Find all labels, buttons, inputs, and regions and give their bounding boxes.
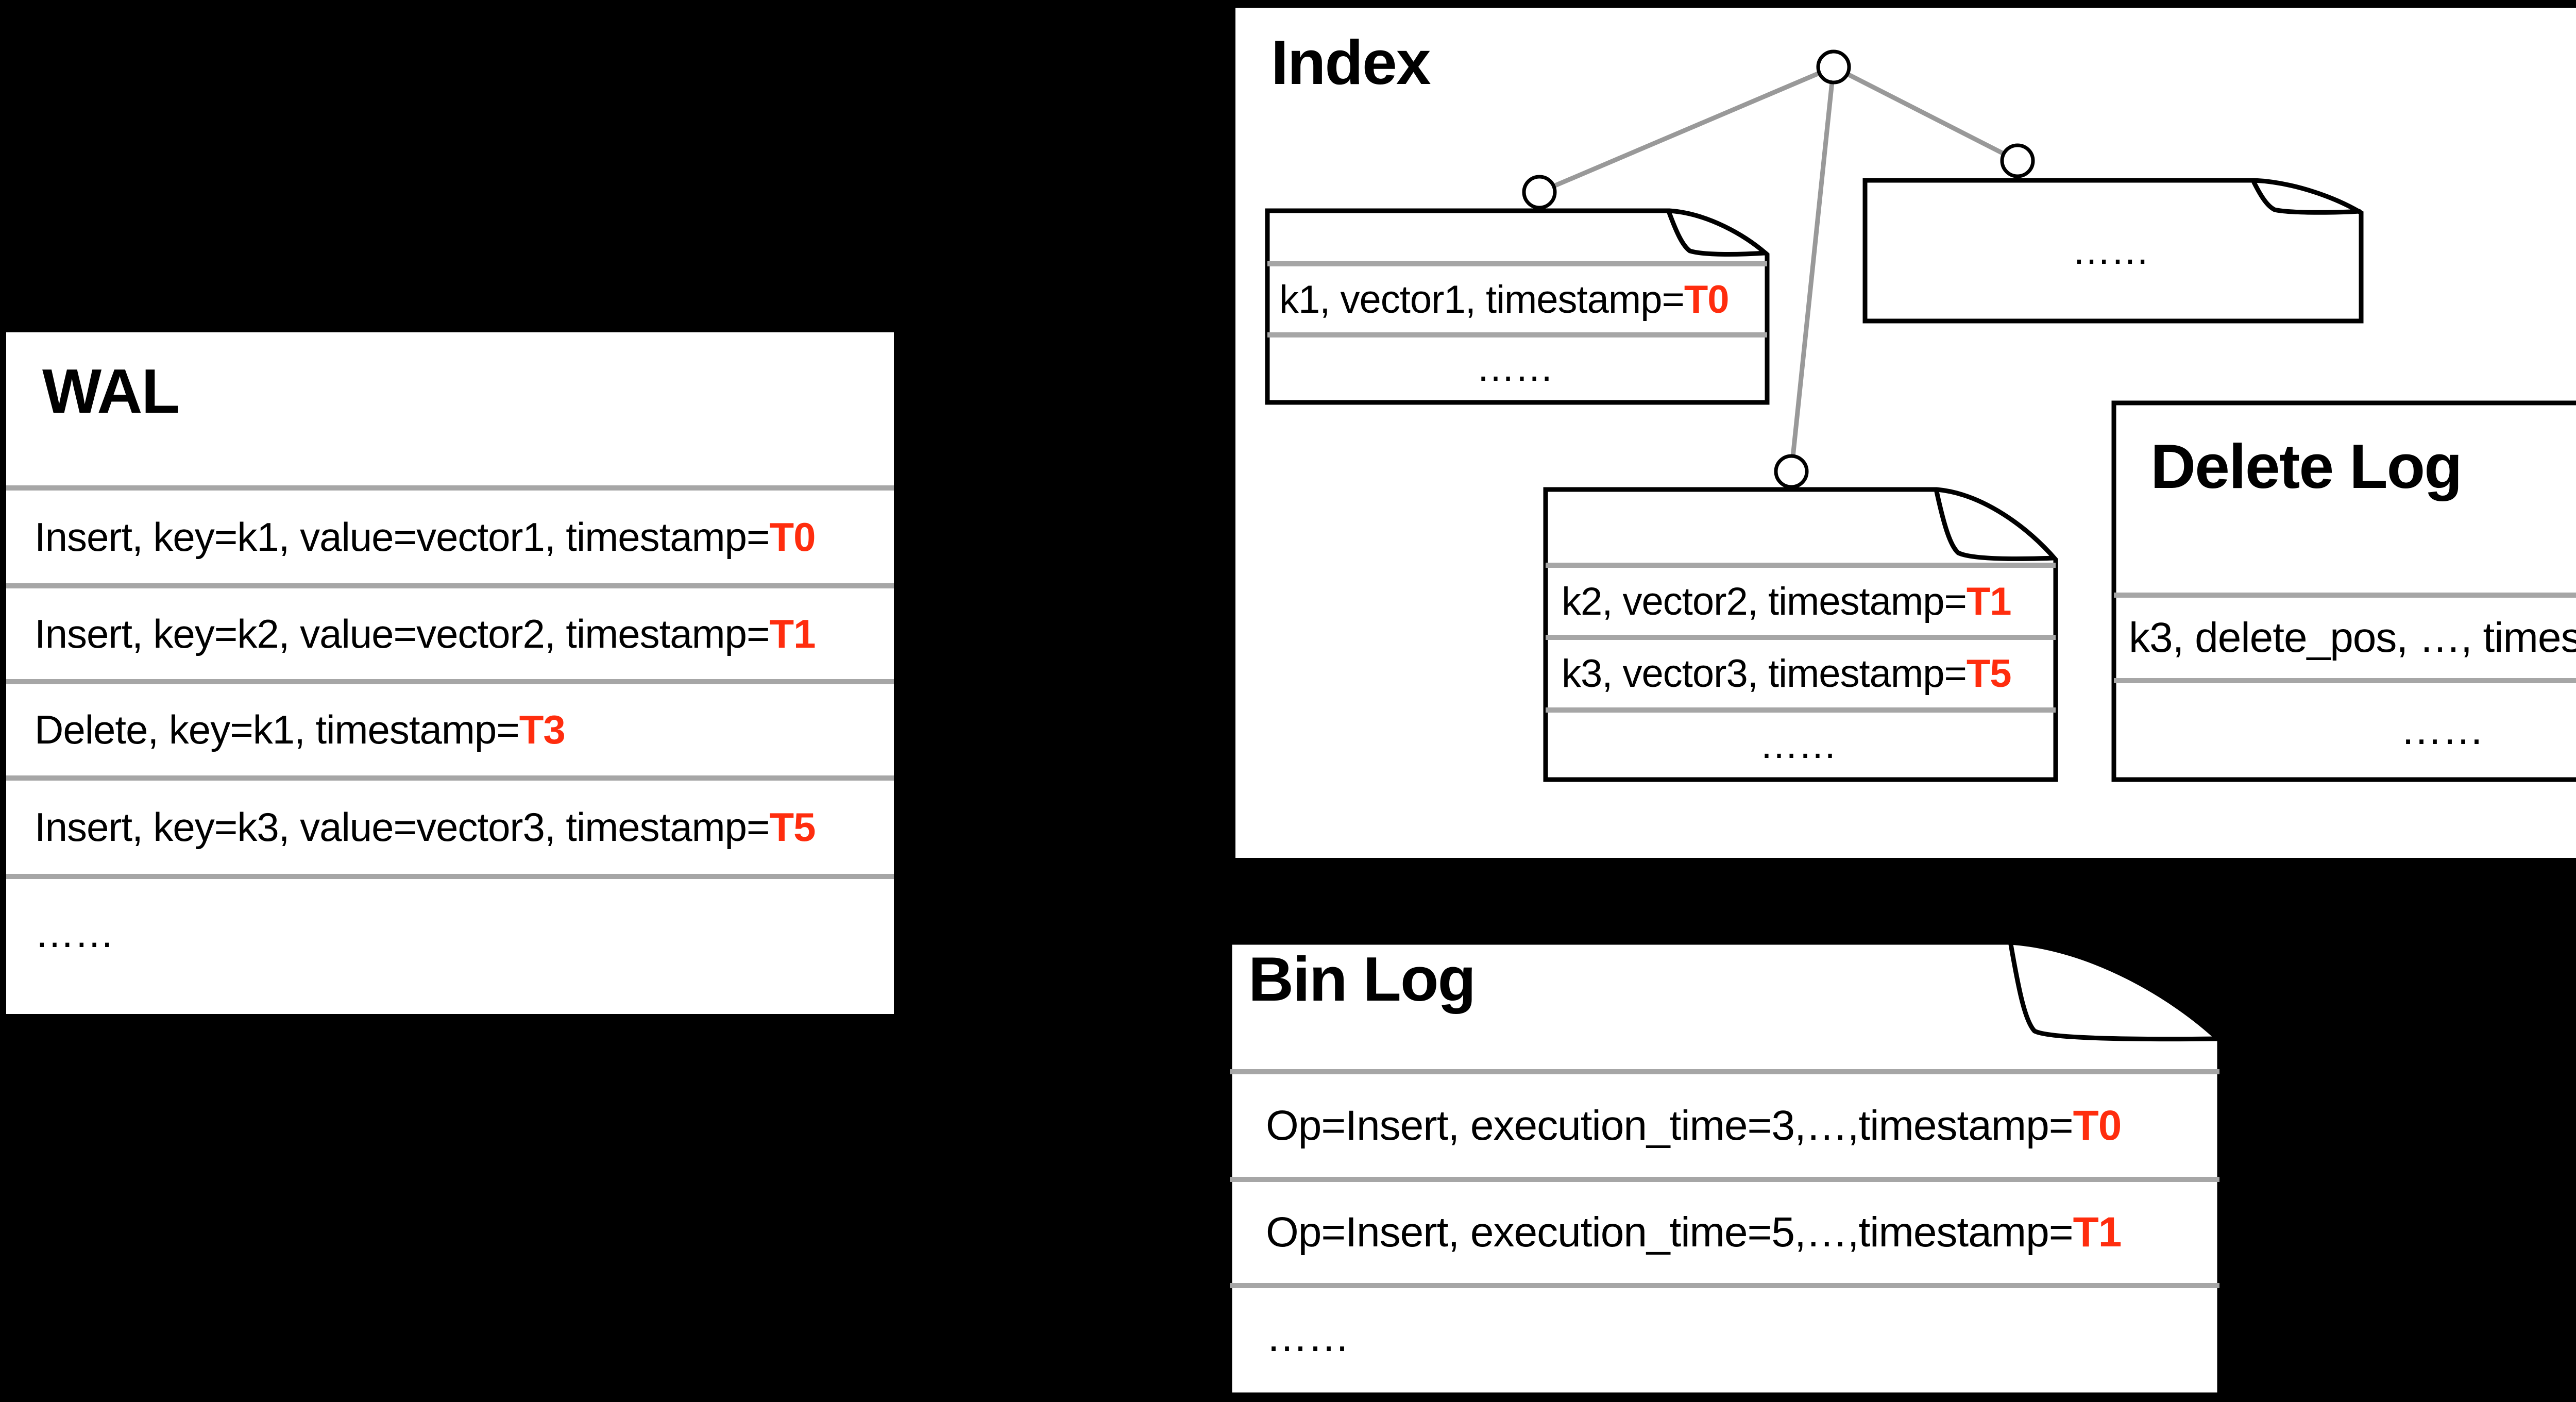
ellipsis-text: …… xyxy=(2400,706,2484,753)
row-divider xyxy=(6,679,894,684)
log-entry-text: Insert, key=k3, value=vector3, timestamp… xyxy=(35,804,770,850)
wal-ellipsis-row: …… xyxy=(6,876,889,990)
timestamp-value: T1 xyxy=(1966,579,2012,623)
wal-row: Delete, key=k1, timestamp=T3 xyxy=(6,682,889,778)
row-divider xyxy=(1230,1069,2219,1074)
log-entry-text: k3, delete_pos, …, timestamp= xyxy=(2129,614,2576,661)
segment-ellipsis-row: …… xyxy=(1543,710,2053,780)
log-entry-text: Delete, key=k1, timestamp= xyxy=(35,707,520,752)
row-divider xyxy=(6,874,894,879)
row-divider xyxy=(6,583,894,588)
ellipsis-text: …… xyxy=(2072,229,2150,273)
segment-entry-text: k2, vector2, timestamp= xyxy=(1562,579,1967,623)
segment-ellipsis-row: …… xyxy=(1862,178,2359,324)
wal-box: WAL Insert, key=k1, value=vector1, times… xyxy=(6,332,894,1014)
segment-ellipsis-row: …… xyxy=(1265,335,1765,400)
log-entry-text: Insert, key=k1, value=vector1, timestamp… xyxy=(35,514,770,560)
row-divider xyxy=(1546,563,2056,568)
timestamp-value: T1 xyxy=(2073,1209,2122,1256)
row-divider xyxy=(1230,1177,2219,1182)
index-segment-doc-k2k3: k2, vector2, timestamp=T1 k3, vector3, t… xyxy=(1543,487,2058,782)
segment-entry-text: k3, vector3, timestamp= xyxy=(1562,652,1967,696)
segment-entry-text: k1, vector1, timestamp= xyxy=(1279,277,1685,322)
log-entry-text: Op=Insert, execution_time=5,…,timestamp= xyxy=(1266,1209,2074,1256)
timestamp-value: T0 xyxy=(2073,1102,2122,1149)
bin-log-ellipsis-row: …… xyxy=(1227,1286,2217,1389)
index-segment-doc-k1: k1, vector1, timestamp=T0 …… xyxy=(1265,208,1770,405)
delete-log-ellipsis-row: …… xyxy=(2111,681,2576,780)
row-divider xyxy=(6,485,894,491)
delete-log-title: Delete Log xyxy=(2150,431,2463,501)
bin-log-row: Op=Insert, execution_time=3,…,timestamp=… xyxy=(1227,1072,2217,1179)
bin-log-title: Bin Log xyxy=(1248,944,1476,1014)
ellipsis-text: …… xyxy=(1266,1313,1350,1360)
ellipsis-text: …… xyxy=(1759,723,1837,767)
row-divider xyxy=(6,775,894,781)
wal-title: WAL xyxy=(42,356,180,426)
timestamp-value: T3 xyxy=(519,707,566,752)
row-divider xyxy=(2114,678,2576,683)
row-divider xyxy=(1546,635,2056,640)
segment-row: k2, vector2, timestamp=T1 xyxy=(1543,565,2053,637)
timestamp-value: T0 xyxy=(1684,277,1730,322)
log-entry-text: Insert, key=k2, value=vector2, timestamp… xyxy=(35,611,770,656)
timestamp-value: T5 xyxy=(1966,652,2012,696)
timestamp-value: T5 xyxy=(769,804,816,850)
delete-log-row: k3, delete_pos, …, timestamp=T3 xyxy=(2111,595,2576,681)
row-divider xyxy=(1267,261,1767,266)
index-segment-doc-more: …… xyxy=(1862,178,2364,324)
bin-log-doc: Bin Log Op=Insert, execution_time=3,…,ti… xyxy=(1227,940,2222,1397)
row-divider xyxy=(1546,707,2056,713)
ellipsis-text: …… xyxy=(35,910,114,956)
bin-log-row: Op=Insert, execution_time=5,…,timestamp=… xyxy=(1227,1179,2217,1286)
row-divider xyxy=(1230,1283,2219,1288)
timestamp-value: T1 xyxy=(769,611,816,656)
row-divider xyxy=(1267,332,1767,337)
segment-row: k3, vector3, timestamp=T5 xyxy=(1543,637,2053,710)
ellipsis-text: …… xyxy=(1476,345,1554,390)
timestamp-value: T0 xyxy=(769,514,816,560)
wal-row: Insert, key=k3, value=vector3, timestamp… xyxy=(6,778,889,876)
log-entry-text: Op=Insert, execution_time=3,…,timestamp= xyxy=(1266,1102,2074,1149)
row-divider xyxy=(2114,593,2576,598)
wal-row: Insert, key=k2, value=vector2, timestamp… xyxy=(6,586,889,682)
index-title: Index xyxy=(1271,27,1431,97)
wal-row: Insert, key=k1, value=vector1, timestamp… xyxy=(6,488,889,586)
segment-row: k1, vector1, timestamp=T0 xyxy=(1265,264,1765,335)
delete-log-doc: Delete Log k3, delete_pos, …, timestamp=… xyxy=(2111,400,2576,782)
